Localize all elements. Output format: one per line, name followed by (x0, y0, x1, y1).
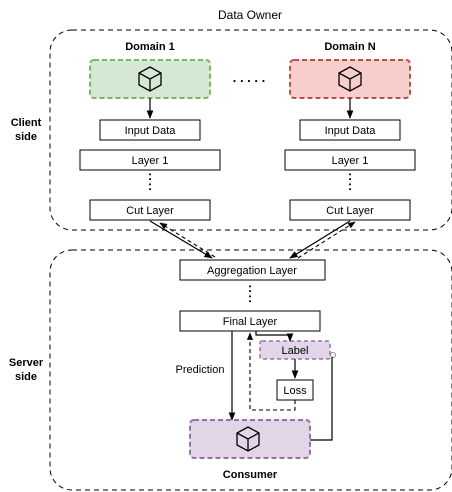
server-side-region (49, 249, 452, 491)
arrow-cutn-to-aggregation (289, 220, 351, 259)
layer-1-box-1 (79, 149, 221, 171)
final-layer-box (179, 310, 321, 332)
arrow-final-to-label (255, 331, 294, 342)
arrow-aggregation-to-cut1 (159, 222, 216, 258)
arrow-loss-to-final (246, 332, 296, 411)
server-side-label-line2: side (15, 371, 37, 383)
cube-icon (138, 66, 162, 92)
cube-icon (236, 426, 260, 452)
vertical-dots-server-b: : (248, 290, 252, 305)
consumer-to-label-line (310, 357, 333, 441)
vertical-dots-1a: : (148, 178, 152, 193)
layer-1-box-n (284, 149, 416, 171)
aggregation-layer-box (179, 259, 326, 281)
loss-text: Loss (283, 385, 307, 397)
diagram-title: Data Owner (218, 8, 282, 22)
client-side-label-line1: Client (11, 117, 42, 129)
label-box (259, 340, 331, 360)
domain-1-title: Domain 1 (125, 41, 175, 53)
final-layer-label: Final Layer (223, 316, 278, 328)
server-side-label-line1: Server (9, 357, 44, 369)
label-connector-dot (330, 352, 336, 358)
domain-ellipsis: . . . . . (233, 70, 266, 85)
cut-layer-box-1 (89, 199, 211, 221)
arrow-aggregation-to-cutn (297, 221, 356, 259)
arrow-cut1-to-aggregation (149, 220, 213, 259)
input-data-label-1: Input Data (125, 125, 177, 137)
vertical-dots-na: : (348, 168, 352, 183)
client-side-label-line2: side (15, 131, 37, 143)
client-side-region (49, 29, 452, 231)
cut-layer-label-n: Cut Layer (326, 205, 374, 217)
aggregation-layer-label: Aggregation Layer (207, 265, 297, 277)
consumer-box (189, 419, 311, 459)
input-data-label-n: Input Data (325, 125, 377, 137)
prediction-label: Prediction (176, 364, 225, 376)
consumer-title: Consumer (223, 469, 278, 481)
layer-1-label-1: Layer 1 (132, 155, 169, 167)
layer-1-label-n: Layer 1 (332, 155, 369, 167)
domain-n-title: Domain N (324, 41, 375, 53)
vertical-dots-1b: : (148, 168, 152, 183)
cut-layer-box-n (289, 199, 411, 221)
cut-layer-label-1: Cut Layer (126, 205, 174, 217)
label-text: Label (282, 345, 309, 357)
input-data-box-1 (99, 119, 201, 141)
cube-icon (338, 66, 362, 92)
vertical-dots-server-a: : (248, 280, 252, 295)
vertical-dots-nb: : (348, 178, 352, 193)
input-data-box-n (299, 119, 401, 141)
